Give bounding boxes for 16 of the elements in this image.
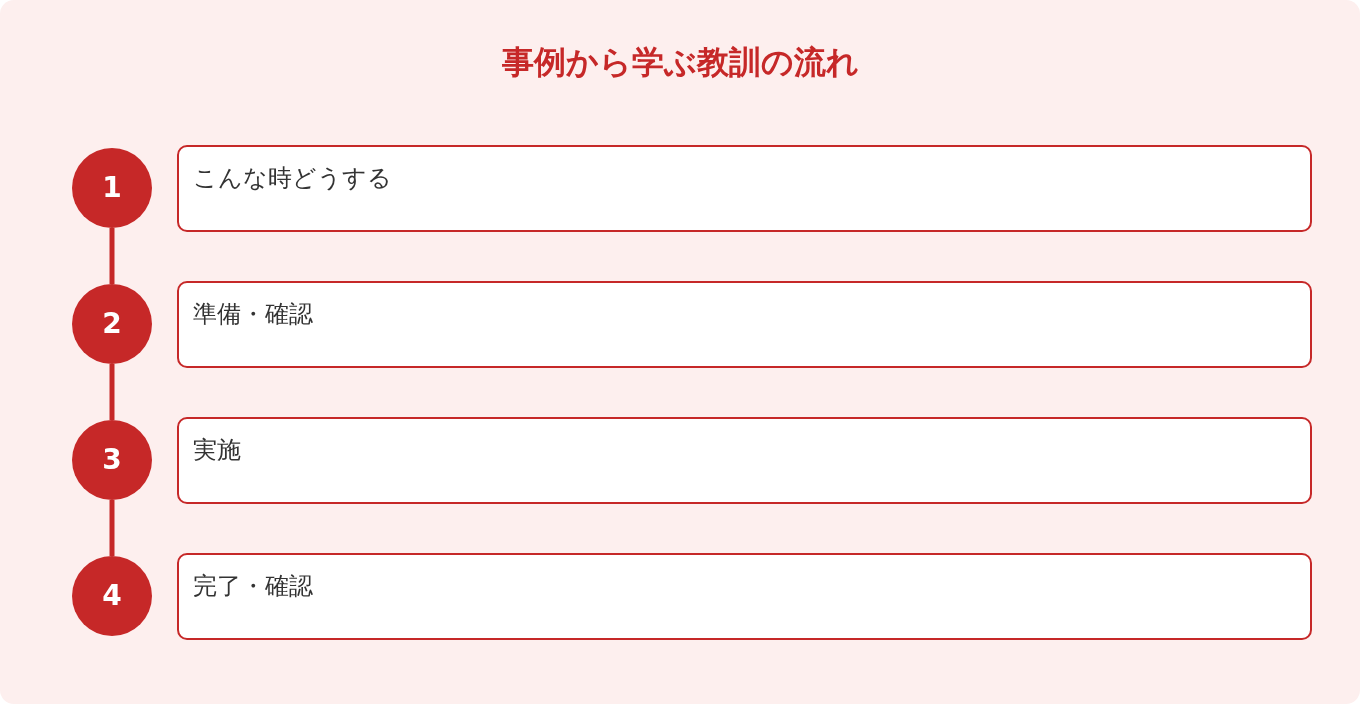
- step-box: [177, 417, 1312, 504]
- connector-line: [109, 228, 115, 284]
- connector-line: [109, 364, 115, 420]
- step-label: 実施: [193, 435, 241, 466]
- diagram-title: 事例から学ぶ教訓の流れ: [500, 42, 860, 83]
- step-label: 準備・確認: [193, 299, 313, 330]
- step-box: [177, 553, 1312, 640]
- step-number: 3: [102, 446, 122, 474]
- step-label: 完了・確認: [193, 571, 313, 602]
- step-box: [177, 281, 1312, 368]
- connector-line: [109, 500, 115, 556]
- step-label: こんな時どうする: [193, 163, 392, 194]
- step-number: 1: [102, 174, 122, 202]
- step-box: [177, 145, 1312, 232]
- step-number: 4: [102, 582, 122, 610]
- step-number: 2: [102, 310, 122, 338]
